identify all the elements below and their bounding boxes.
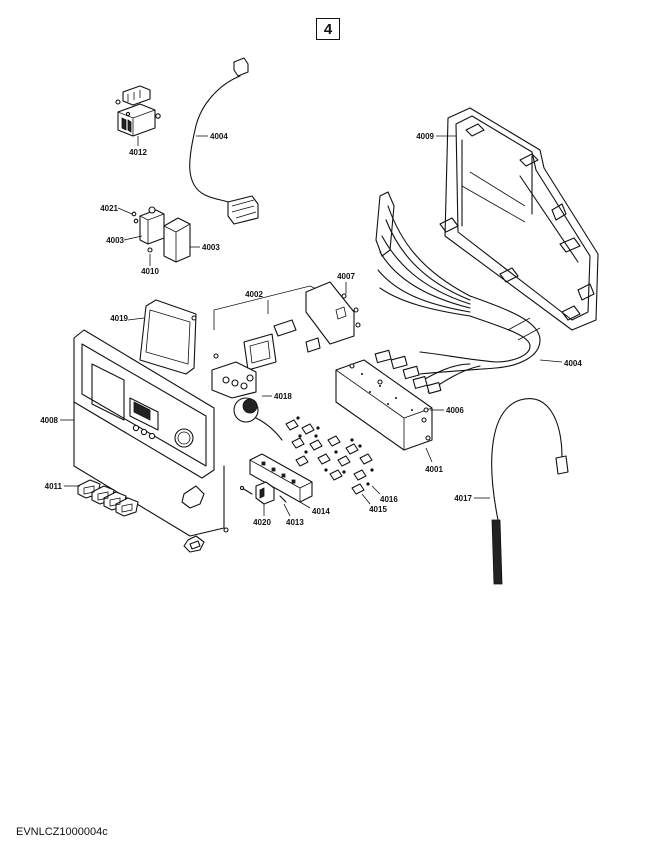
page-number: 4 xyxy=(323,20,333,38)
label-4012: 4012 xyxy=(129,148,147,157)
label-4007: 4007 xyxy=(337,272,355,281)
drawing-code: EVNLCZ1000004c xyxy=(16,826,108,838)
part-rear-housing-4009 xyxy=(436,107,599,331)
part-connector-strip-4014 xyxy=(249,453,313,509)
label-4011: 4011 xyxy=(45,482,63,491)
label-4008: 4008 xyxy=(40,416,58,425)
label-4002: 4002 xyxy=(245,290,263,299)
part-grommets-4011 xyxy=(64,479,139,517)
label-4018: 4018 xyxy=(274,392,292,401)
part-main-pcb-4001 xyxy=(335,359,444,463)
part-display-board-4002 xyxy=(211,285,337,399)
label-4009: 4009 xyxy=(416,132,434,141)
label-4017: 4017 xyxy=(454,494,472,503)
label-4013: 4013 xyxy=(286,518,304,527)
label-4003-left: 4003 xyxy=(106,236,124,245)
label-4003-right: 4003 xyxy=(202,243,220,252)
label-4016: 4016 xyxy=(380,495,398,504)
part-wiring-harness-4004 xyxy=(374,191,563,394)
label-4010: 4010 xyxy=(141,267,159,276)
label-4001: 4001 xyxy=(425,465,443,474)
part-clips-4015 xyxy=(285,416,381,505)
label-4004-upper: 4004 xyxy=(210,132,228,141)
part-front-panel-4008 xyxy=(60,329,229,553)
part-buzzer-4018 xyxy=(233,395,283,441)
label-4020: 4020 xyxy=(253,518,271,527)
part-circuit-board-4007 xyxy=(305,281,361,345)
label-4015: 4015 xyxy=(369,505,387,514)
part-connector-4020 xyxy=(239,481,291,517)
label-4006: 4006 xyxy=(446,406,464,415)
page-number-box: 4 xyxy=(316,18,340,40)
part-labels: 4012 4004 4021 4003 4003 4010 4009 4007 … xyxy=(40,132,582,527)
label-4021: 4021 xyxy=(100,204,118,213)
part-temperature-probe-4017 xyxy=(474,398,569,585)
part-terminal-block-4012 xyxy=(115,85,161,146)
label-4004-lower: 4004 xyxy=(564,359,582,368)
part-sensor-bracket xyxy=(117,206,200,266)
label-4019: 4019 xyxy=(110,314,128,323)
part-cable-4004-upper xyxy=(189,57,259,225)
part-display-window-4019 xyxy=(127,299,197,375)
label-4014: 4014 xyxy=(312,507,330,516)
